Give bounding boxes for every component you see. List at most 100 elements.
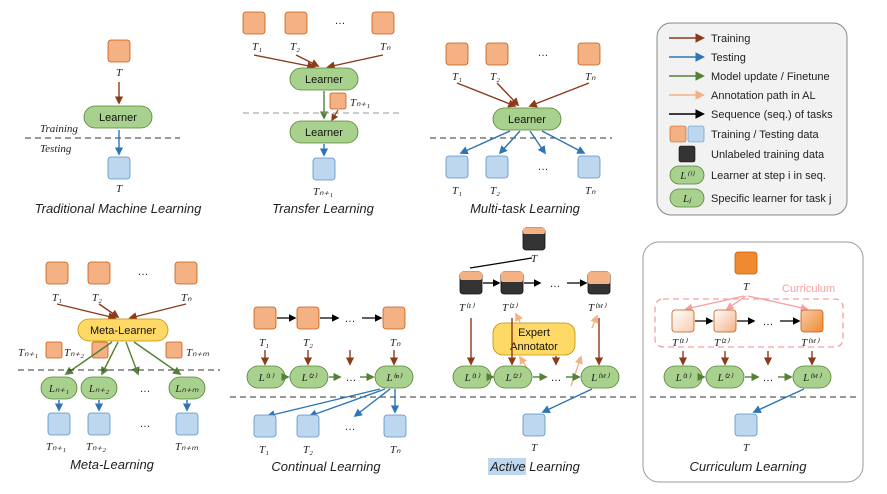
task-label: T₁ [52,292,62,304]
testing-arrow [266,388,381,419]
curriculum-frame [642,241,864,483]
training-arrow [456,82,517,108]
learner-node [289,120,359,144]
curriculum-arrow [747,295,809,312]
learner-label: L⁽²⁾ [717,372,734,384]
caption-active: Active Learning [489,459,580,474]
test-label: T [116,183,123,195]
legend-label: Learner at step i in seq. [711,170,826,182]
meta-learner-label: Meta-Learner [90,325,156,337]
testing-arrow [529,130,546,155]
panel-meta: … T₁ T₂ Tₙ Meta-Learner Tₙ₊₁ Tₙ₊₂ Tₙ₊ₘ L… [18,261,220,472]
test-label: Tₙ₊₂ [86,441,106,453]
unlabeled-data-top [523,228,545,234]
ellipsis: … [763,372,774,384]
learner-node [580,365,620,389]
learner-node [792,365,832,389]
training-arrow [331,109,339,122]
test-data-box [253,414,277,438]
learner-node [289,67,359,91]
test-data-box [734,413,758,437]
task-label: T [116,67,123,79]
legend-label: Training [711,33,750,45]
learner-node [80,376,118,400]
caption-meta: Meta-Learning [70,457,155,472]
testing-arrow [353,388,391,418]
top-label: T [743,281,750,293]
learner-label: Learner [305,74,343,86]
learner-label: Learner [305,127,343,139]
task-label: Tₙ [380,41,391,53]
ellipsis: … [763,316,774,328]
legend-frame [656,22,848,216]
test-data-box [383,414,407,438]
task-label: Tₙ [181,292,192,304]
testing-label: Testing [40,143,72,155]
legend-swatch-learner-step [669,165,705,185]
unlabeled-data-top [460,272,482,280]
learner-label: L⁽ⁿ⁾ [386,372,403,384]
train-data-box [45,261,69,285]
ellipsis: … [140,383,151,395]
legend-learner-symbol: Lⱼ [682,193,692,205]
test-label: T₁ [259,444,269,456]
legend-label: Unlabeled training data [711,149,825,161]
ellipsis: … [538,47,549,59]
annotation-arrow [570,355,583,387]
learner-node [40,376,78,400]
learner-node [492,107,562,131]
training-arrow [253,54,316,70]
new-task-box [165,341,183,359]
test-data-box [485,155,509,179]
learner-node [289,365,329,389]
train-data-box [445,42,469,66]
legend: Training Testing Model update / Finetune… [656,22,848,216]
test-label: Tₙ [390,444,401,456]
curriculum-group [654,298,844,348]
curriculum-arrow [684,295,745,312]
panel-active: T … T⁽¹⁾ T⁽²⁾ T⁽ᴹ⁾ Expert Annotator L⁽¹⁾… [452,227,620,475]
learner-label: L⁽ᴹ⁾ [802,372,822,384]
training-arrow [295,54,320,67]
task-label: T₁ [259,337,269,349]
learner-label: L⁽¹⁾ [258,372,275,384]
legend-swatch-unlabeled [678,145,696,163]
train-data-box [253,306,277,330]
legend-label: Model update / Finetune [711,71,830,83]
test-label: T [743,442,750,454]
train-data-box [382,306,406,330]
new-task-label: Tₙ₊₂ [64,347,84,359]
task-label: T⁽¹⁾ [672,337,688,349]
task-label: T₂ [490,71,500,83]
annotator-label: Annotator [510,341,558,353]
training-label: Training [40,123,78,135]
learner-node [374,365,414,389]
ellipsis: … [551,372,562,384]
learner-label: L⁽¹⁾ [675,372,692,384]
train-data-box [296,306,320,330]
legend-label: Testing [711,52,746,64]
learner-label: Lₙ₊ₘ [174,383,198,395]
new-task-label: Tₙ₊ₘ [186,347,209,359]
test-data-box [312,157,336,181]
task-label: T₂ [290,41,300,53]
test-label: T₁ [452,185,462,197]
test-label: Tₙ [585,185,596,197]
task-label: T⁽ᴹ⁾ [801,337,820,349]
caption-transfer: Transfer Learning [272,201,374,216]
caption-traditional: Traditional Machine Learning [35,201,202,216]
annotation-arrow [590,314,599,329]
panel-traditional: T Learner Training Testing T Traditional… [25,39,202,216]
test-label: T₂ [490,185,500,197]
update-arrow [133,341,182,375]
task-label: T₂ [92,292,102,304]
training-arrow [528,82,590,108]
caption-continual: Continual Learning [271,459,381,474]
curriculum-task-box [671,309,695,333]
sequence-arrow [469,257,533,269]
update-arrow [125,341,140,376]
test-data-box [175,412,199,436]
caption-multitask: Multi-task Learning [470,201,581,216]
training-arrow [128,303,187,321]
testing-arrow [541,130,586,154]
